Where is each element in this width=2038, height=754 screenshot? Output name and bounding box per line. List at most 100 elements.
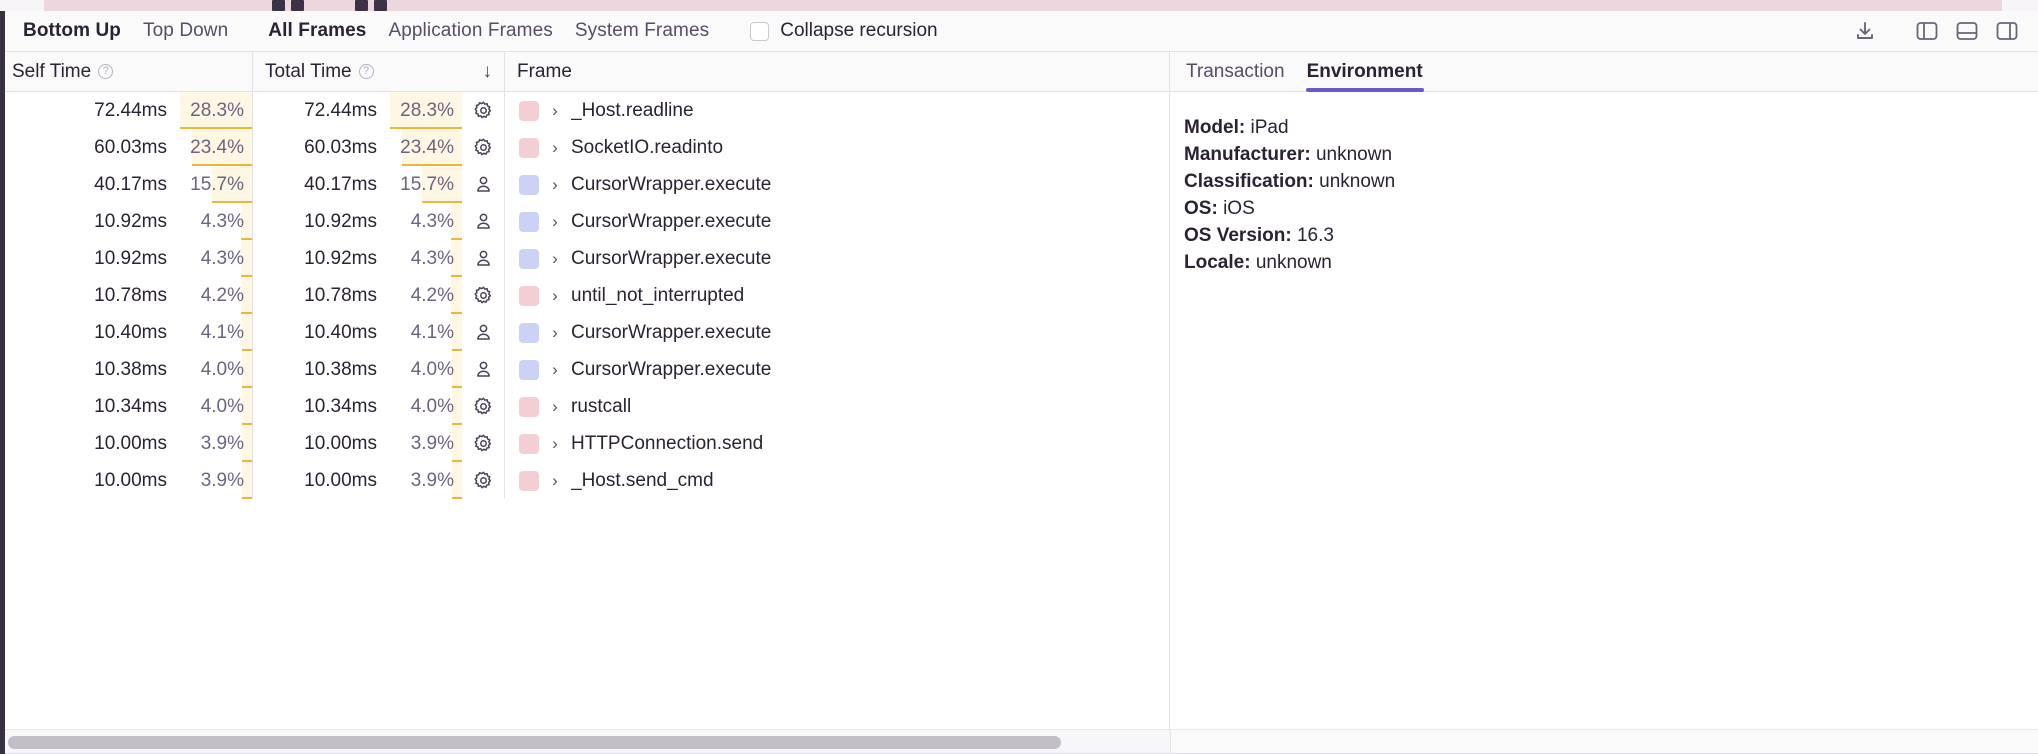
person-icon[interactable] [462,322,504,343]
column-header-self-time[interactable]: Self Time ? [0,52,253,91]
percent-fill [451,314,462,351]
expand-chevron-icon[interactable]: › [552,100,558,120]
environment-key: Classification: [1184,171,1314,192]
percent-fill [242,462,252,499]
percent-bar [451,275,462,277]
expand-chevron-icon[interactable]: › [552,137,558,157]
tab-bottom-up[interactable]: Bottom Up [14,11,132,56]
gear-icon[interactable] [462,137,504,158]
gear-icon[interactable] [462,285,504,306]
percent-value: 3.9% [200,432,244,454]
frame-cell[interactable]: ›_Host.readline [505,92,1169,129]
tab-all-frames[interactable]: All Frames [257,11,377,56]
flamegraph-strip[interactable] [0,0,2038,11]
percent-cell: 4.0% [390,351,462,388]
percent-cell: 4.3% [390,203,462,240]
tab-application-frames[interactable]: Application Frames [388,20,553,41]
frame-cell[interactable]: › CursorWrapper.execute [505,166,1169,203]
percent-bar [451,238,462,240]
frame-cell[interactable]: › CursorWrapper.execute [505,240,1169,277]
flamegraph-tick [272,0,285,11]
help-icon[interactable]: ? [358,64,374,79]
percent-bar [452,460,462,462]
person-icon[interactable] [462,359,504,380]
collapse-recursion-checkbox[interactable] [750,21,770,41]
time-value: 10.78ms [94,284,167,306]
total-time-label: Total Time [265,60,352,82]
collapse-recursion-toggle[interactable]: Collapse recursion [750,20,938,42]
expand-chevron-icon[interactable]: › [552,285,558,305]
frame-cell[interactable]: ›CursorWrapper.execute [505,203,1169,240]
horizontal-scrollbar-thumb[interactable] [8,736,1061,749]
environment-key: Manufacturer: [1184,144,1311,165]
percent-cell: 4.0% [180,351,252,388]
layout-bottom-panel-icon[interactable] [1950,14,1984,48]
frame-cell[interactable]: ›SocketIO.readinto [505,129,1169,166]
expand-chevron-icon[interactable]: › [552,433,558,453]
metric-cell: 10.00ms 3.9% [0,425,253,462]
expand-chevron-icon[interactable]: › [552,470,558,490]
frame-cell[interactable]: ›_Host.send_cmd [505,462,1169,499]
environment-value: unknown [1255,252,1332,273]
frame-cell[interactable]: ›CursorWrapper.execute [505,314,1169,351]
percent-cell: 3.9% [390,425,462,462]
horizontal-scrollbar[interactable] [0,729,2038,754]
expand-chevron-icon[interactable]: › [552,322,558,342]
percent-bar [241,238,252,240]
layout-right-panel-icon[interactable] [1990,14,2024,48]
environment-value: iOS [1223,198,1255,219]
frame-color-swatch [519,211,539,232]
expand-chevron-icon[interactable]: › [552,211,558,231]
download-icon[interactable] [1848,14,1882,48]
help-icon[interactable]: ? [98,64,114,79]
percent-fill [452,462,462,499]
tab-transaction[interactable]: Transaction [1186,61,1285,82]
percent-value: 3.9% [200,469,244,491]
column-header-frame[interactable]: Frame [505,52,1169,91]
frame-cell[interactable]: ›rustcall [505,388,1169,425]
frame-cell[interactable]: ›CursorWrapper.execute [505,351,1169,388]
person-icon[interactable] [462,248,504,269]
expand-chevron-icon[interactable]: › [552,248,558,268]
expand-chevron-icon[interactable]: › [552,396,558,416]
time-value: 10.92ms [94,210,167,232]
environment-value: unknown [1319,171,1396,192]
gear-icon[interactable] [462,100,504,121]
person-icon[interactable] [462,211,504,232]
frame-name: CursorWrapper.execute [571,247,772,269]
person-icon[interactable] [462,174,504,195]
column-header-total-time[interactable]: Total Time ? ↓ [253,52,505,91]
time-value: 10.00ms [94,432,167,454]
tab-system-frames[interactable]: System Frames [574,20,710,41]
frame-color-swatch [519,359,539,380]
tab-top-down[interactable]: Top Down [143,20,229,41]
layout-left-panel-icon[interactable] [1910,14,1944,48]
frame-name: CursorWrapper.execute [571,173,772,195]
sort-descending-icon[interactable]: ↓ [482,60,493,82]
frame-cell[interactable]: ›HTTPConnection.send [505,425,1169,462]
gear-icon[interactable] [462,433,504,454]
tab-environment[interactable]: Environment [1296,53,1434,92]
gear-icon[interactable] [462,396,504,417]
gear-icon[interactable] [462,470,504,491]
left-rail [0,11,5,754]
expand-chevron-icon[interactable]: › [552,174,558,194]
expand-chevron-icon[interactable]: › [552,359,558,379]
percent-cell: 4.0% [390,388,462,425]
frame-cell[interactable]: ›until_not_interrupted [505,277,1169,314]
